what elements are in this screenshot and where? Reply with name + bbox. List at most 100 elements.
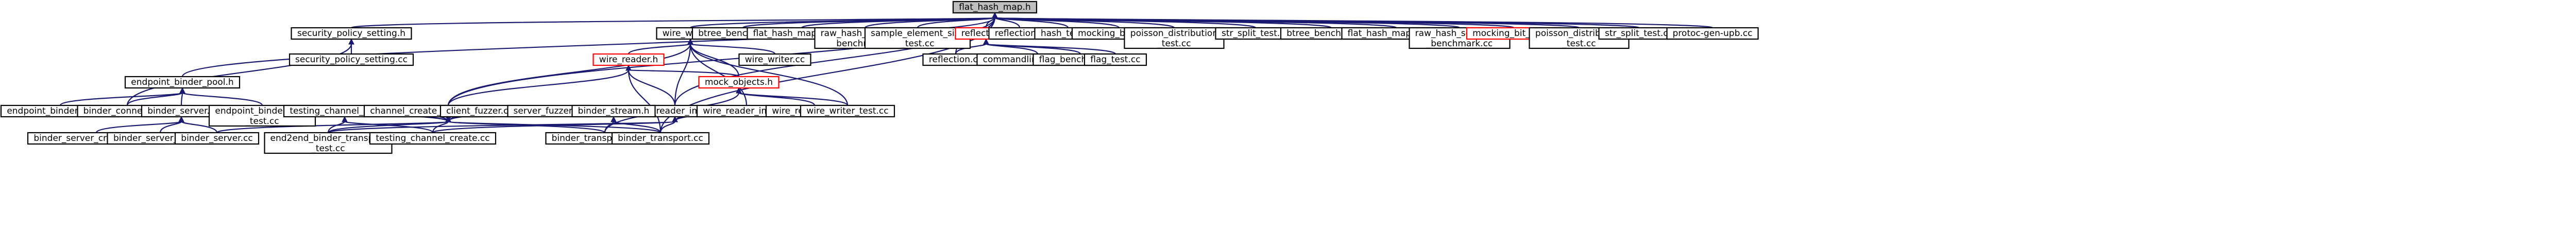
edge-flat_hash_map_h-sample_element_size_test_cc	[917, 16, 996, 29]
edge-wire_writer_h-wire_reader_h	[628, 43, 691, 55]
node-label: _benchmark.cc	[1426, 39, 1493, 49]
edge-wire_reader_h-binder_transport_h	[447, 69, 630, 106]
node-testing-channel-create-cc[interactable]: testing_channel_create.cc	[369, 132, 497, 145]
node-label: testing_channel_create.cc	[376, 133, 489, 143]
node-label: security_policy_setting.cc	[295, 55, 408, 65]
node-label: sample_element_size	[871, 28, 964, 39]
edge-binder_server_h-binder_server_cc	[180, 120, 218, 133]
node-security-policy-setting-cc[interactable]: security_policy_setting.cc	[289, 53, 414, 66]
node-wire-reader-h[interactable]: wire_reader.h	[592, 53, 665, 66]
node-label: binder_server.cc	[181, 133, 252, 143]
node-label: _test.cc	[1562, 39, 1596, 49]
node-box	[369, 132, 497, 145]
arrowhead-reflection_h_1-flag_test_cc	[983, 38, 989, 45]
node-box	[291, 27, 412, 40]
arrowhead-wire_writer_h-wire_writer_test_cc	[687, 38, 693, 45]
edge-testing_channel_create_h-testing_channel_create_cc	[344, 120, 434, 134]
arrowhead-binder_stream_h-binder_transport_cc	[611, 116, 617, 122]
arrowhead-wire_reader_impl_h-testing_channel_create_cc	[672, 116, 678, 122]
node-label: client_fuzzer.cc	[446, 106, 513, 116]
node-box	[571, 104, 656, 118]
edge-wire_reader_h-mock_objects_h	[628, 69, 740, 78]
node-box	[1083, 53, 1147, 66]
node-sample-element-size-test-cc[interactable]: sample_element_size_test.cc	[864, 27, 971, 49]
arrowhead-testing_channel_create_h-testing_channel_create_cc	[342, 116, 348, 122]
node-binder-transport-cc[interactable]: binder_transport.cc	[611, 132, 710, 145]
node-box	[952, 1, 1038, 14]
node-binder-server-cc[interactable]: binder_server.cc	[174, 132, 260, 145]
nodes-layer: flat_hash_map.h endpoint_binder_pool.h sec…	[0, 1, 1759, 154]
node-label: _test.cc	[900, 39, 934, 49]
edge-binder_server_h-binder_server_credentials_cc	[95, 120, 182, 134]
node-box	[864, 27, 971, 49]
node-box	[1666, 27, 1759, 40]
node-wire-writer-cc[interactable]: wire_writer.cc	[738, 53, 811, 66]
node-server-fuzzer-cc[interactable]: server_fuzzer.cc	[507, 104, 590, 118]
node-label: security_policy_setting.h	[297, 28, 405, 39]
edge-reflection_h_1-flag_test_cc	[985, 43, 1116, 55]
edge-wire_writer_h-wire_writer_test_cc	[689, 43, 849, 106]
node-label: _test.cc	[1157, 39, 1191, 49]
node-box	[592, 53, 665, 66]
node-security-policy-setting-h[interactable]: security_policy_setting.h	[291, 27, 412, 40]
node-label: binder_transport.cc	[618, 133, 703, 143]
node-label: wire_reader.h	[599, 55, 658, 65]
edge-wire_writer_h-wire_writer_cc	[689, 43, 776, 55]
node-label: server_fuzzer.cc	[514, 106, 584, 116]
edge-endpoint_binder_pool_h-endpoint_binder_pool_test_cc	[181, 92, 263, 106]
edge-endpoint_binder_pool_h-binder_connector_cc	[126, 92, 183, 106]
node-wire-writer-test-cc[interactable]: wire_writer_test.cc	[800, 104, 895, 118]
node-box	[174, 132, 260, 145]
arrowhead-binder_server_h-binder_server_cc	[178, 116, 184, 122]
node-label: wire_writer_test.cc	[806, 106, 888, 116]
edge-flat_hash_map_h-protoc_gen_upb_cc	[994, 16, 1714, 29]
node-label: flag_test.cc	[1090, 55, 1140, 65]
node-label: mock_objects.h	[705, 77, 773, 87]
edge-binder_transport_h-binder_transport_cc	[447, 120, 662, 134]
arrowhead-flat_hash_map_h-binder_transport_cc	[992, 12, 998, 19]
node-label: reflection.cc	[929, 55, 982, 65]
node-label: poisson_distribution	[1130, 28, 1218, 39]
node-label: binder_stream.h	[578, 106, 650, 116]
node-flag-test-cc[interactable]: flag_test.cc	[1083, 53, 1147, 66]
edge-mock_objects_h-wire_writer_test_cc	[738, 92, 849, 106]
node-mock-objects-h[interactable]: mock_objects.h	[698, 76, 779, 89]
node-label: endpoint_binder_pool.h	[131, 77, 233, 87]
node-label: reflection.h	[995, 28, 1044, 39]
node-box	[1124, 27, 1225, 49]
edge-wire_writer_h-binder_transport_h	[447, 43, 691, 106]
node-label: end2end_binder_transport	[270, 133, 386, 143]
node-box	[698, 76, 779, 89]
arrowhead-wire_reader_h-binder_transport_cc	[625, 64, 632, 71]
edge-binder_stream_h-binder_transport_cc	[613, 120, 662, 133]
node-box	[289, 53, 414, 66]
edge-wire_reader_h-wire_reader_impl_h	[628, 69, 676, 106]
node-client-fuzzer-cc[interactable]: client_fuzzer.cc	[439, 104, 520, 118]
arrowhead-binder_transport_h-testing_channel_create_cc	[445, 116, 451, 122]
node-reflection-cc[interactable]: reflection.cc	[922, 53, 989, 66]
node-endpoint-binder-pool-h[interactable]: endpoint_binder_pool.h	[124, 76, 241, 89]
node-binder-stream-h[interactable]: binder_stream.h	[571, 104, 656, 118]
node-label: binder_server.h	[147, 106, 215, 116]
edge-endpoint_binder_pool_h-endpoint_binder_pool_cc	[59, 92, 183, 106]
edge-endpoint_binder_pool_h-binder_server_h	[180, 92, 183, 106]
node-label: flat_hash_map.h	[959, 2, 1031, 12]
arrowhead-mock_objects_h-binder_transport_test_cc	[736, 87, 742, 94]
node-label: str_split_test.cc	[1605, 28, 1673, 39]
node-poisson-distribution-test-cc-1[interactable]: poisson_distribution_test.cc	[1124, 27, 1225, 49]
node-label: protoc-gen-upb.cc	[1673, 28, 1753, 39]
node-binder-server-h[interactable]: binder_server.h	[141, 104, 222, 118]
node-label: _test.cc	[245, 116, 279, 127]
node-box	[611, 132, 710, 145]
node-protoc-gen-upb-cc[interactable]: protoc-gen-upb.cc	[1666, 27, 1759, 40]
arrowhead-endpoint_binder_pool_h-endpoint_binder_pool_test_cc	[179, 87, 185, 94]
node-box	[124, 76, 241, 89]
arrowhead-security_policy_setting_h-binder_connector_cc	[348, 38, 354, 45]
edge-wire_writer_h-wire_reader_impl_h	[674, 43, 691, 106]
node-box	[738, 53, 811, 66]
node-label: str_split_test.cc	[1222, 28, 1290, 39]
node-flat-hash-map-h[interactable]: flat_hash_map.h	[952, 1, 1038, 14]
node-label: _test.cc	[311, 143, 345, 154]
node-box	[800, 104, 895, 118]
